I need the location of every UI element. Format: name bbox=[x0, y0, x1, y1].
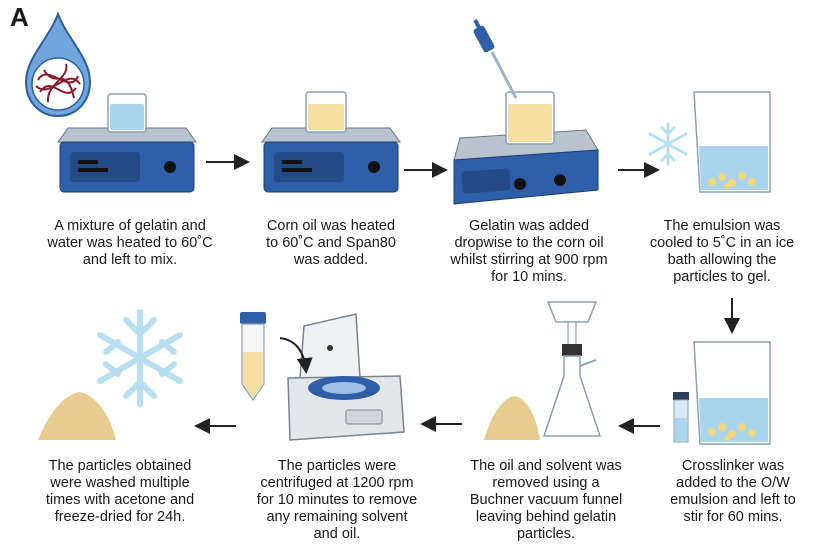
step5-caption: Crosslinker was added to the O/W emulsio… bbox=[670, 458, 796, 525]
step8-powder-pile bbox=[38, 392, 116, 440]
step7-caption: The particles were centrifuged at 1200 r… bbox=[256, 458, 418, 542]
step4-caption: The emulsion was cooled to 5˚C in an ice… bbox=[649, 218, 795, 285]
step6-caption: The oil and solvent was removed using a … bbox=[469, 458, 623, 542]
step2-hotplate bbox=[261, 127, 401, 193]
step1-caption: A mixture of gelatin and water was heate… bbox=[47, 218, 213, 268]
falcon-tube-icon bbox=[240, 312, 266, 402]
step3-beaker-oil bbox=[505, 91, 555, 145]
step5-beaker-emulsion bbox=[693, 341, 771, 445]
step8-caption: The particles obtained were washed multi… bbox=[45, 458, 195, 525]
step3-stirring-plate bbox=[453, 129, 599, 205]
step6-powder-pile bbox=[484, 396, 540, 440]
centrifuge-icon bbox=[279, 313, 405, 441]
crosslinker-vial-icon bbox=[673, 392, 689, 443]
buchner-funnel-flask-icon bbox=[542, 301, 602, 437]
small-snowflake-icon bbox=[648, 122, 688, 166]
gelatin-droplet-icon bbox=[24, 11, 92, 118]
step3-caption: Gelatin was added dropwise to the corn o… bbox=[450, 218, 608, 285]
pipette-icon bbox=[473, 19, 518, 99]
flow-arrows bbox=[194, 154, 740, 434]
step1-hotplate bbox=[57, 127, 197, 193]
panel-label: A bbox=[10, 2, 29, 32]
step2-caption: Corn oil was heated to 60˚C and Span80 w… bbox=[266, 218, 396, 268]
step1-beaker-water bbox=[107, 93, 147, 133]
large-snowflake-icon bbox=[97, 309, 183, 407]
step4-beaker-emulsion bbox=[693, 91, 771, 193]
step2-beaker-oil bbox=[305, 91, 347, 133]
